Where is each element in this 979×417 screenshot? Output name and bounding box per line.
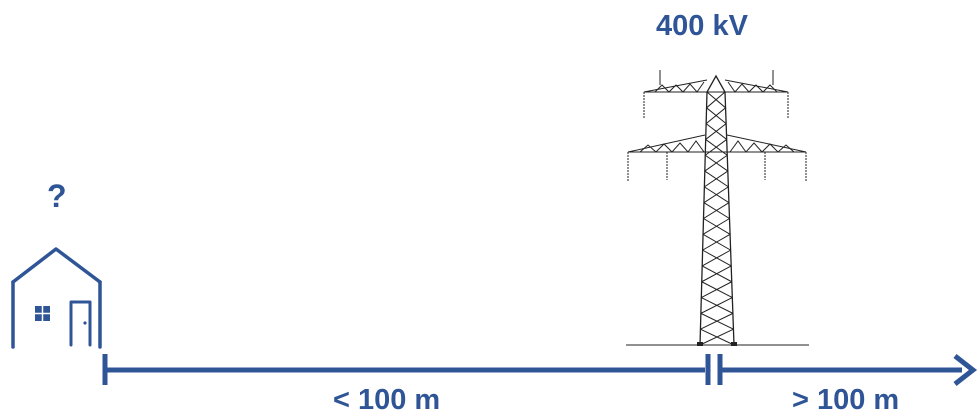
arrow-right-icon (953, 354, 978, 386)
transmission-tower-icon (626, 70, 809, 346)
distance-far-label: > 100 m (792, 384, 900, 416)
house-icon (11, 247, 102, 349)
distance-axis (102, 354, 978, 386)
distance-near-label: < 100 m (333, 384, 441, 416)
voltage-label: 400 kV (656, 10, 748, 42)
question-mark-label: ? (47, 178, 67, 214)
